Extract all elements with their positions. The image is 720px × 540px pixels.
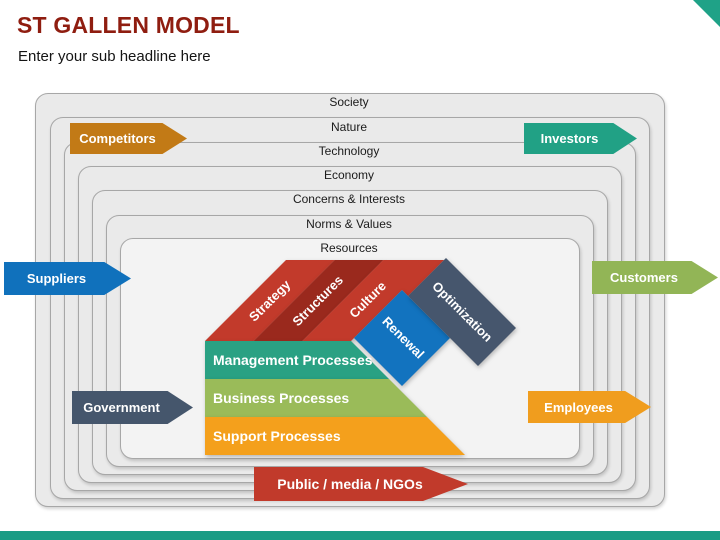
- business-processes-label: Business Processes: [213, 390, 349, 406]
- layer-label-society: Society: [329, 95, 369, 109]
- layer-label-norms-values: Norms & Values: [306, 217, 392, 231]
- layer-label-nature: Nature: [330, 120, 368, 134]
- strategy-band: [205, 260, 335, 341]
- page-title: ST GALLEN MODEL: [17, 12, 240, 38]
- suppliers-arrow: Suppliers: [4, 262, 131, 295]
- layer-label-economy: Economy: [323, 168, 375, 182]
- layer-label-concerns-interests: Concerns & Interests: [292, 192, 406, 206]
- structures-band: [253, 260, 384, 341]
- optimization-band: [408, 258, 516, 366]
- customers-arrow: Customers: [592, 261, 718, 294]
- support-processes-bar: [205, 417, 465, 455]
- public-media-ngos-arrow: Public / media / NGOs: [254, 467, 468, 501]
- layer-label-technology: Technology: [318, 144, 380, 158]
- investors-arrow: Investors: [524, 123, 637, 154]
- business-processes-bar: [205, 379, 427, 417]
- sub-headline: Enter your sub headline here: [18, 48, 211, 65]
- competitors-arrow: Competitors: [70, 123, 187, 154]
- culture-band: [302, 258, 446, 341]
- management-processes-bar: [205, 341, 389, 379]
- layer-label-resources: Resources: [320, 241, 378, 255]
- support-processes-label: Support Processes: [213, 428, 341, 444]
- employees-arrow: Employees: [528, 391, 651, 423]
- government-arrow: Government: [72, 391, 193, 424]
- management-processes-label: Management Processes: [213, 352, 373, 368]
- footer-accent-bar: [0, 531, 720, 540]
